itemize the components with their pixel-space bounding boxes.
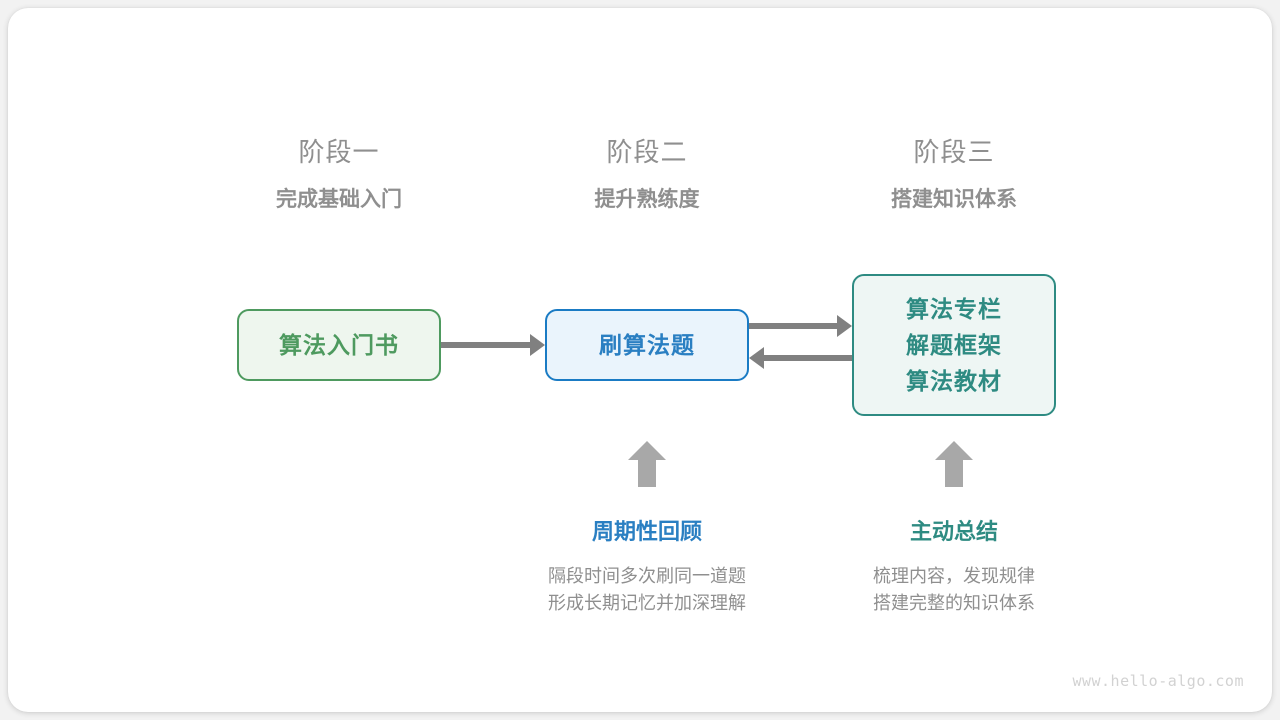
node-label-line-3: 算法教材	[906, 368, 1002, 394]
arrow-up-icon-summary	[935, 441, 973, 487]
stage-subtitle: 完成基础入门	[276, 188, 402, 211]
annotation-line-2: 形成长期记忆并加深理解	[548, 593, 746, 613]
node-label-line-2: 解题框架	[906, 332, 1002, 358]
stage-column-1: 阶段一 完成基础入门	[209, 135, 469, 215]
arrow-head	[749, 347, 764, 369]
annotation-title: 周期性回顾	[591, 519, 702, 544]
node-label: 刷算法题	[599, 332, 695, 358]
node-algorithm-intro-book: 算法入门书	[237, 309, 441, 381]
stage-column-2: 阶段二 提升熟练度	[517, 135, 777, 215]
arrow-up-icon-review	[628, 441, 666, 487]
annotation-title: 主动总结	[909, 519, 998, 544]
stage-subtitle: 搭建知识体系	[891, 188, 1017, 211]
arrow-right-icon-book-to-practice	[441, 334, 545, 356]
diagram-card: 阶段一 完成基础入门 阶段二 提升熟练度 阶段三 搭建知识体系 算法入门书 刷算…	[8, 8, 1272, 712]
node-practice-problems: 刷算法题	[545, 309, 749, 381]
annotation-line-1: 隔段时间多次刷同一道题	[548, 566, 746, 586]
stage-subtitle: 提升熟练度	[594, 188, 700, 211]
watermark-url: www.hello-algo.com	[1072, 672, 1244, 690]
arrow-shaft	[749, 323, 839, 329]
stage-title: 阶段一	[298, 137, 380, 167]
annotation-periodic-review: 周期性回顾 隔段时间多次刷同一道题 形成长期记忆并加深理解	[497, 517, 797, 617]
annotation-line-1: 梳理内容，发现规律	[873, 566, 1035, 586]
stage-column-3: 阶段三 搭建知识体系	[824, 135, 1084, 215]
stage-title: 阶段二	[606, 137, 688, 167]
arrow-head	[530, 334, 545, 356]
arrow-shaft	[441, 342, 532, 348]
arrow-right-icon-practice-to-system	[749, 315, 852, 337]
annotation-line-2: 搭建完整的知识体系	[873, 593, 1035, 613]
stage-title: 阶段三	[913, 137, 995, 167]
node-label: 算法入门书	[279, 332, 399, 358]
arrow-head	[837, 315, 852, 337]
node-knowledge-system: 算法专栏 解题框架 算法教材	[852, 274, 1056, 416]
arrow-shaft	[762, 355, 852, 361]
node-label-line-1: 算法专栏	[906, 296, 1002, 322]
annotation-active-summary: 主动总结 梳理内容，发现规律 搭建完整的知识体系	[804, 517, 1104, 617]
arrow-left-icon-system-to-practice	[749, 347, 852, 369]
